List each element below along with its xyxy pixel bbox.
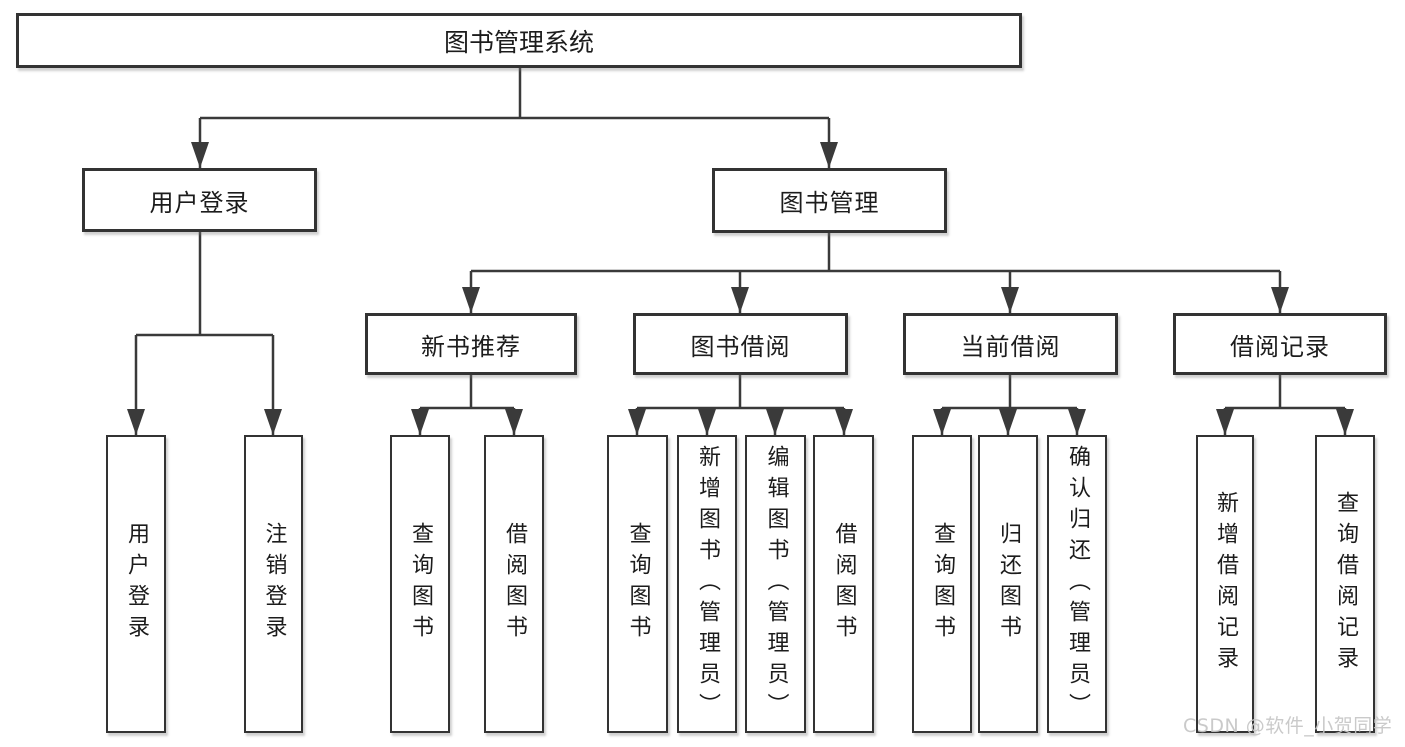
leaf-query-books-borrow: 查询图书	[607, 435, 668, 733]
node-borrow-records-label: 借阅记录	[1230, 332, 1330, 361]
node-current-borrow: 当前借阅	[903, 313, 1118, 375]
leaf-borrow-books: 借阅图书	[813, 435, 874, 733]
leaf-add-book-admin: 新增图书（管理员）	[677, 435, 737, 733]
leaf-return-book: 归还图书	[978, 435, 1038, 733]
leaf-query-books-current: 查询图书	[912, 435, 972, 733]
leaf-logout: 注销登录	[244, 435, 303, 733]
leaf-user-login: 用户登录	[106, 435, 166, 733]
node-book-management-label: 图书管理	[779, 189, 880, 217]
node-library-system: 图书管理系统	[16, 13, 1022, 68]
node-new-book-recommend-label: 新书推荐	[421, 332, 521, 361]
node-book-borrow-label: 图书借阅	[690, 332, 791, 361]
node-borrow-records: 借阅记录	[1173, 313, 1387, 375]
leaf-add-borrow-record: 新增借阅记录	[1196, 435, 1254, 733]
leaf-edit-book-admin: 编辑图书（管理员）	[745, 435, 806, 733]
node-library-system-label: 图书管理系统	[443, 27, 594, 57]
leaf-borrow-books-recommend: 借阅图书	[484, 435, 544, 733]
leaf-confirm-return-admin: 确认归还（管理员）	[1047, 435, 1107, 733]
node-new-book-recommend: 新书推荐	[365, 313, 577, 375]
node-user-login-label: 用户登录	[149, 188, 250, 217]
node-book-management: 图书管理	[712, 168, 947, 233]
node-user-login: 用户登录	[82, 168, 317, 232]
node-current-borrow-label: 当前借阅	[960, 332, 1061, 361]
node-book-borrow: 图书借阅	[633, 313, 848, 375]
leaf-query-borrow-record: 查询借阅记录	[1315, 435, 1375, 733]
watermark-text: CSDN @软件_小贺同学	[1183, 715, 1393, 737]
leaf-query-books-recommend: 查询图书	[390, 435, 450, 733]
